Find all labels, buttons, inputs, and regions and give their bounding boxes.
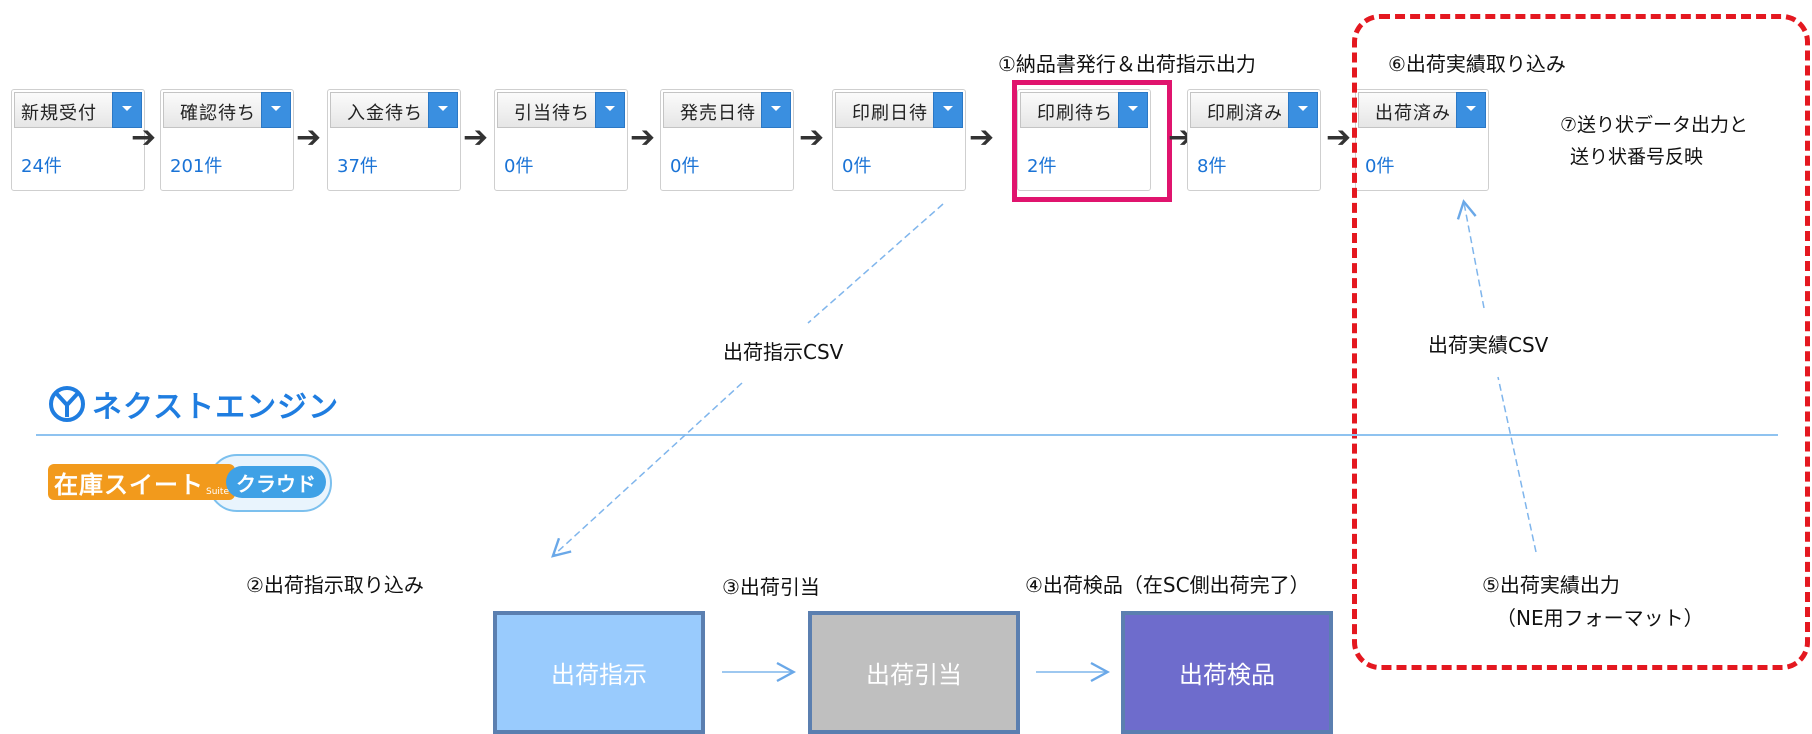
status-count[interactable]: 2件 — [1027, 156, 1057, 177]
status-count[interactable]: 0件 — [1365, 156, 1395, 177]
status-card-printed[interactable]: 印刷済み 8件 — [1187, 89, 1321, 191]
csv-in-arrow — [1456, 199, 1485, 309]
status-card-shipped[interactable]: 出荷済み 0件 — [1355, 89, 1489, 191]
process-label: 出荷引当 — [866, 661, 962, 689]
arrow-right-icon: ➔ — [296, 120, 322, 155]
dropdown-icon[interactable] — [1288, 92, 1318, 128]
status-card-print-wait[interactable]: 印刷待ち 2件 — [1017, 89, 1151, 191]
status-card-header: 確認待ち — [163, 92, 291, 128]
status-count[interactable]: 8件 — [1197, 156, 1227, 177]
arrow-right-icon: ➔ — [131, 120, 157, 155]
process-label: 出荷検品 — [1179, 661, 1275, 689]
status-card-allocation[interactable]: 引当待ち 0件 — [494, 89, 628, 191]
status-card-header: 印刷日待 — [835, 92, 963, 128]
nextengine-logo-text: ネクストエンジン — [92, 390, 340, 425]
arrow-right-icon: ➔ — [630, 120, 656, 155]
status-card-payment[interactable]: 入金待ち 37件 — [327, 89, 461, 191]
status-count[interactable]: 37件 — [337, 156, 378, 177]
highlight-frame — [1012, 80, 1172, 202]
process-box-shipping-instruction: 出荷指示 — [493, 611, 705, 734]
status-label: 確認待ち — [180, 103, 256, 124]
csv-in-arrow-lower — [1497, 376, 1537, 553]
status-count[interactable]: 0件 — [842, 156, 872, 177]
status-count[interactable]: 0件 — [670, 156, 700, 177]
status-card-new[interactable]: 新規受付 24件 — [11, 89, 145, 191]
zaiko-suite-cloud-logo: 在庫スイート Suite クラウド — [48, 452, 332, 512]
status-card-release[interactable]: 発売日待 0件 — [660, 89, 794, 191]
process-label: 出荷指示 — [551, 661, 647, 689]
dropdown-icon[interactable] — [1456, 92, 1486, 128]
arrow-right-icon: ➔ — [969, 120, 995, 155]
dropdown-icon[interactable] — [112, 92, 142, 128]
external-process-region — [1352, 14, 1810, 670]
dropdown-icon[interactable] — [261, 92, 291, 128]
process-box-allocation: 出荷引当 — [808, 611, 1020, 734]
zaiko-suite-badge: 在庫スイート Suite — [48, 464, 235, 500]
status-label: 印刷日待 — [852, 103, 928, 124]
step1-note: ①納品書発行＆出荷指示出力 — [998, 52, 1256, 76]
status-card-print-date[interactable]: 印刷日待 0件 — [832, 89, 966, 191]
step7-note-line2: 送り状番号反映 — [1570, 146, 1704, 168]
cloud-badge: クラウド — [226, 466, 326, 498]
cloud-text: クラウド — [236, 471, 316, 496]
step5-note-line1: ⑤出荷実績出力 — [1482, 573, 1620, 597]
status-label: 出荷済み — [1375, 103, 1451, 124]
arrow-right-icon: ➔ — [1326, 120, 1352, 155]
status-label: 入金待ち — [347, 103, 423, 124]
arrow-right-icon: ➔ — [799, 120, 825, 155]
status-count[interactable]: 24件 — [21, 156, 62, 177]
status-label: 引当待ち — [514, 103, 590, 124]
process-box-inspection: 出荷検品 — [1121, 611, 1333, 734]
nextengine-logo-icon — [49, 386, 85, 422]
suite-subtext: Suite — [206, 487, 229, 497]
status-card-header: 引当待ち — [497, 92, 625, 128]
csv-out-arrow-lower — [551, 382, 743, 558]
arrow-right-icon: ➔ — [463, 120, 489, 155]
step7-note-line1: ⑦送り状データ出力と — [1560, 114, 1749, 136]
status-count[interactable]: 0件 — [504, 156, 534, 177]
step6-note: ⑥出荷実績取り込み — [1388, 52, 1566, 76]
csv-in-label: 出荷実績CSV — [1428, 333, 1549, 357]
step2-note: ②出荷指示取り込み — [246, 573, 424, 597]
status-card-header: 印刷待ち — [1020, 92, 1148, 128]
status-card-header: 出荷済み — [1358, 92, 1486, 128]
step5-note-line2: （NE用フォーマット） — [1496, 606, 1704, 630]
csv-out-arrow — [807, 203, 944, 324]
status-card-header: 発売日待 — [663, 92, 791, 128]
status-label: 印刷待ち — [1037, 103, 1113, 124]
nextengine-logo: ネクストエンジン — [48, 382, 339, 426]
dropdown-icon[interactable] — [1118, 92, 1148, 128]
zaiko-suite-text: 在庫スイート — [54, 470, 204, 499]
status-label: 印刷済み — [1207, 103, 1283, 124]
dropdown-icon[interactable] — [933, 92, 963, 128]
status-label: 新規受付 — [21, 103, 97, 124]
step3-note: ③出荷引当 — [722, 575, 820, 599]
status-label: 発売日待 — [680, 103, 756, 124]
csv-out-label: 出荷指示CSV — [723, 340, 844, 364]
dropdown-icon[interactable] — [595, 92, 625, 128]
dropdown-icon[interactable] — [761, 92, 791, 128]
status-card-header: 新規受付 — [14, 92, 142, 128]
status-card-header: 印刷済み — [1190, 92, 1318, 128]
status-count[interactable]: 201件 — [170, 156, 223, 177]
status-card-header: 入金待ち — [330, 92, 458, 128]
step4-note: ④出荷検品（在SC側出荷完了） — [1025, 573, 1310, 597]
dropdown-icon[interactable] — [428, 92, 458, 128]
status-card-confirm[interactable]: 確認待ち 201件 — [160, 89, 294, 191]
